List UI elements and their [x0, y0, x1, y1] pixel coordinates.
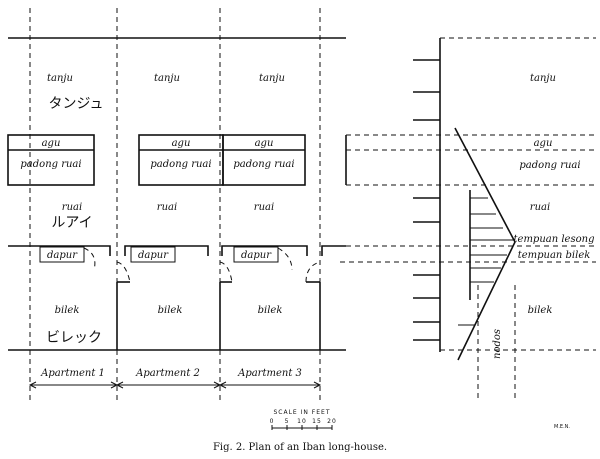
bilek-label-3: bilek	[258, 305, 283, 316]
bilek-label-1: bilek	[55, 305, 80, 316]
padong-ruai-label-1: padong ruai	[20, 159, 81, 170]
section-agu-label: agu	[534, 138, 553, 149]
section-ruai-label: ruai	[530, 202, 550, 213]
section-padong-ruai-label: padong ruai	[519, 160, 580, 171]
rafter-hatching	[458, 197, 514, 326]
scale-tick-0: 0	[270, 418, 275, 425]
apartment-1-label: Apartment 1	[40, 368, 105, 379]
ruai-label-2: ruai	[157, 202, 177, 213]
agu-label-1: agu	[42, 138, 61, 149]
tanju-annotation: タンジュ	[48, 96, 103, 112]
scale-tick-20: 20	[327, 418, 337, 425]
section-bilek-label: bilek	[528, 305, 553, 316]
scale-tick-5: 5	[285, 418, 290, 425]
apartment-dimensions	[28, 381, 322, 389]
padong-ruai-label-2: padong ruai	[150, 159, 211, 170]
dapur-boxes	[39, 246, 279, 263]
padong-ruai-label-3: padong ruai	[233, 159, 294, 170]
agu-boxes	[7, 134, 347, 186]
bilek-annotation: ビレック	[46, 330, 102, 346]
agu-label-2: agu	[172, 138, 191, 149]
bilek-walls	[8, 245, 346, 351]
section-view: tanju agu padong ruai ruai tempuan leson…	[340, 37, 596, 402]
plan-view: tanju tanju tanju タンジュ agu agu agu padon…	[7, 8, 347, 402]
nodos-label: nodos	[492, 329, 503, 359]
ruai-label-3: ruai	[254, 202, 274, 213]
agu-label-3: agu	[255, 138, 274, 149]
roof-triangle	[454, 127, 516, 361]
tempuan-bilek-label: tempuan bilek	[518, 250, 591, 261]
dapur-label-2: dapur	[138, 250, 169, 261]
dashed-level-lines	[340, 37, 596, 402]
scale-title: SCALE IN FEET	[273, 409, 330, 416]
apartment-3-label: Apartment 3	[237, 368, 302, 379]
scale-tick-15: 15	[312, 418, 322, 425]
tanju-label-1: tanju	[47, 73, 73, 84]
author-initials: M.E.N.	[554, 424, 570, 430]
scale-tick-10: 10	[297, 418, 307, 425]
bilek-label-2: bilek	[158, 305, 183, 316]
ruai-label-1: ruai	[62, 202, 82, 213]
posts	[413, 59, 440, 341]
section-tanju-label: tanju	[530, 73, 556, 84]
ruai-annotation: ルアイ	[51, 215, 92, 231]
scale-bar: SCALE IN FEET 0 5 10 15 20	[270, 409, 337, 430]
tempuan-lesong-label: tempuan lesong	[514, 234, 595, 245]
tanju-label-2: tanju	[154, 73, 180, 84]
apartment-2-label: Apartment 2	[135, 368, 200, 379]
dapur-label-3: dapur	[241, 250, 272, 261]
door-swings	[83, 247, 321, 283]
tanju-label-3: tanju	[259, 73, 285, 84]
dapur-label-1: dapur	[47, 250, 78, 261]
figure-caption: Fig. 2. Plan of an Iban long-house.	[213, 442, 387, 453]
